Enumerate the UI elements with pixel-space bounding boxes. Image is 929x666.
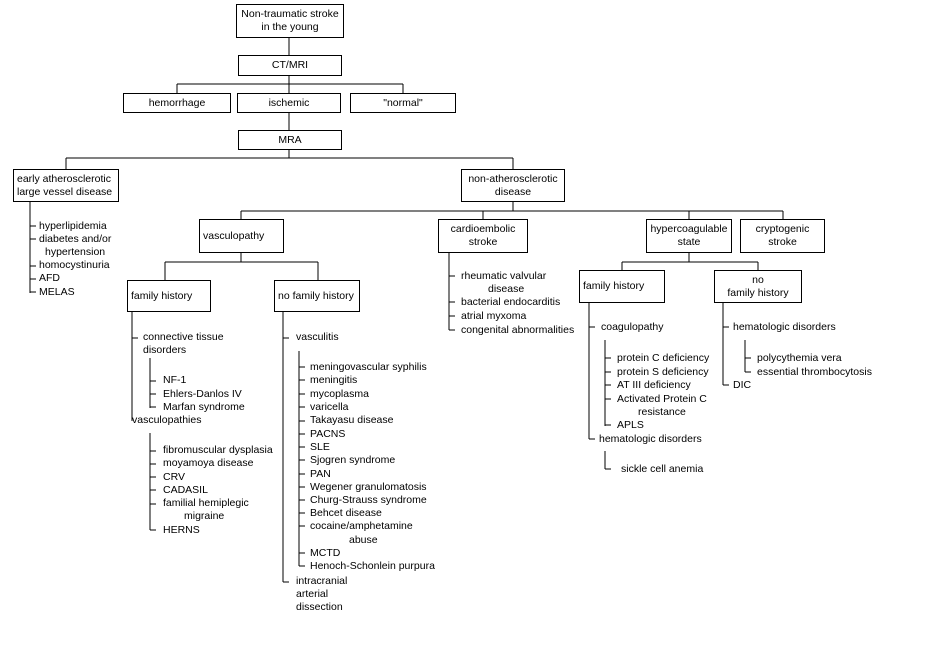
vasculitis-item: Henoch-Schonlein purpura (310, 560, 435, 572)
cryptogenic-box: cryptogenic stroke (740, 219, 825, 253)
early-item: homocystinuria (39, 259, 110, 271)
vasculopathies-item: moyamoya disease (163, 457, 254, 469)
vasculitis-item: abuse (349, 534, 378, 546)
cardioembolic-item: congenital abnormalities (461, 324, 575, 336)
vasculitis-item: PACNS (310, 428, 346, 440)
hematologic-item: sickle cell anemia (621, 463, 704, 475)
ischemic-box: ischemic (237, 93, 341, 113)
early-item: hypertension (45, 246, 106, 258)
vasculopathies-item: CADASIL (163, 484, 208, 496)
hemorrhage-box: hemorrhage (123, 93, 231, 113)
coagulopathy-item: protein S deficiency (617, 366, 709, 378)
vasculopathies-item: familial hemiplegic (163, 497, 249, 509)
nofamily-hematologic-label: hematologic disorders (733, 321, 836, 333)
mra-box: MRA (238, 130, 342, 150)
vasculitis-item: MCTD (310, 547, 341, 559)
coagulopathy-label: coagulopathy (601, 321, 664, 333)
hematologic-label: hematologic disorders (599, 433, 702, 445)
vasculitis-item: Takayasu disease (310, 414, 394, 426)
vasculitis-item: mycoplasma (310, 388, 369, 400)
vasculopathy-box: vasculopathy (199, 219, 284, 253)
vasculitis-item: cocaine/amphetamine (310, 520, 413, 532)
vasculitis-item: meningovascular syphilis (310, 361, 427, 373)
vasculitis-item: Behcet disease (310, 507, 382, 519)
early-atherosclerotic-box: early atherosclerotic large vessel disea… (13, 169, 119, 202)
vasculitis-label: vasculitis (296, 331, 339, 343)
vasculopathies-item: fibromuscular dysplasia (163, 444, 273, 456)
vasculitis-item: varicella (310, 401, 349, 413)
cardioembolic-item: rheumatic valvular (461, 270, 547, 282)
dic-label: DIC (733, 379, 752, 391)
early-item: diabetes and/or (39, 233, 112, 245)
connective-item: NF-1 (163, 374, 187, 386)
connective-tissue-label: connective tissue disorders (143, 331, 224, 356)
vasculopathies-item: HERNS (163, 524, 200, 536)
coagulopathy-item: Activated Protein C (617, 393, 707, 405)
cardioembolic-item: atrial myxoma (461, 310, 527, 322)
coagulopathy-item: resistance (638, 406, 686, 418)
vasculitis-item: Sjogren syndrome (310, 454, 396, 466)
coagulopathy-item: AT III deficiency (617, 379, 691, 391)
non-atherosclerotic-box: non-atherosclerotic disease (461, 169, 565, 202)
connective-item: Marfan syndrome (163, 401, 245, 413)
nofamily-hematologic-item: essential thrombocytosis (757, 366, 872, 378)
dissection-label: intracranial arterial dissection (296, 575, 348, 613)
root-box: Non-traumatic stroke in the young (236, 4, 344, 38)
early-item: AFD (39, 272, 60, 284)
nofamily-hematologic-item: polycythemia vera (757, 352, 842, 364)
ct-mri-box: CT/MRI (238, 55, 342, 76)
vasculitis-item: SLE (310, 441, 330, 453)
vasc-no-family-history-box: no family history (274, 280, 360, 312)
cardioembolic-box: cardioembolic stroke (438, 219, 528, 253)
vasculitis-item: Churg-Strauss syndrome (310, 494, 427, 506)
cardioembolic-item: disease (488, 283, 525, 295)
hyper-no-family-history-box: no family history (714, 270, 802, 303)
hyper-family-history-box: family history (579, 270, 665, 303)
vasc-family-history-box: family history (127, 280, 211, 312)
connective-item: Ehlers-Danlos IV (163, 388, 242, 400)
vasculitis-item: meningitis (310, 374, 358, 386)
vasculopathies-item: CRV (163, 471, 185, 483)
early-item: hyperlipidemia (39, 220, 107, 232)
early-item: MELAS (39, 286, 75, 298)
vasculopathies-item: migraine (184, 510, 225, 522)
coagulopathy-item: APLS (617, 419, 644, 431)
hypercoagulable-box: hypercoagulable state (646, 219, 732, 253)
vasculitis-item: PAN (310, 468, 331, 480)
coagulopathy-item: protein C deficiency (617, 352, 710, 364)
vasculitis-item: Wegener granulomatosis (310, 481, 427, 493)
vasculopathies-label: vasculopathies (132, 414, 202, 426)
normal-box: "normal" (350, 93, 456, 113)
cardioembolic-item: bacterial endocarditis (461, 296, 561, 308)
